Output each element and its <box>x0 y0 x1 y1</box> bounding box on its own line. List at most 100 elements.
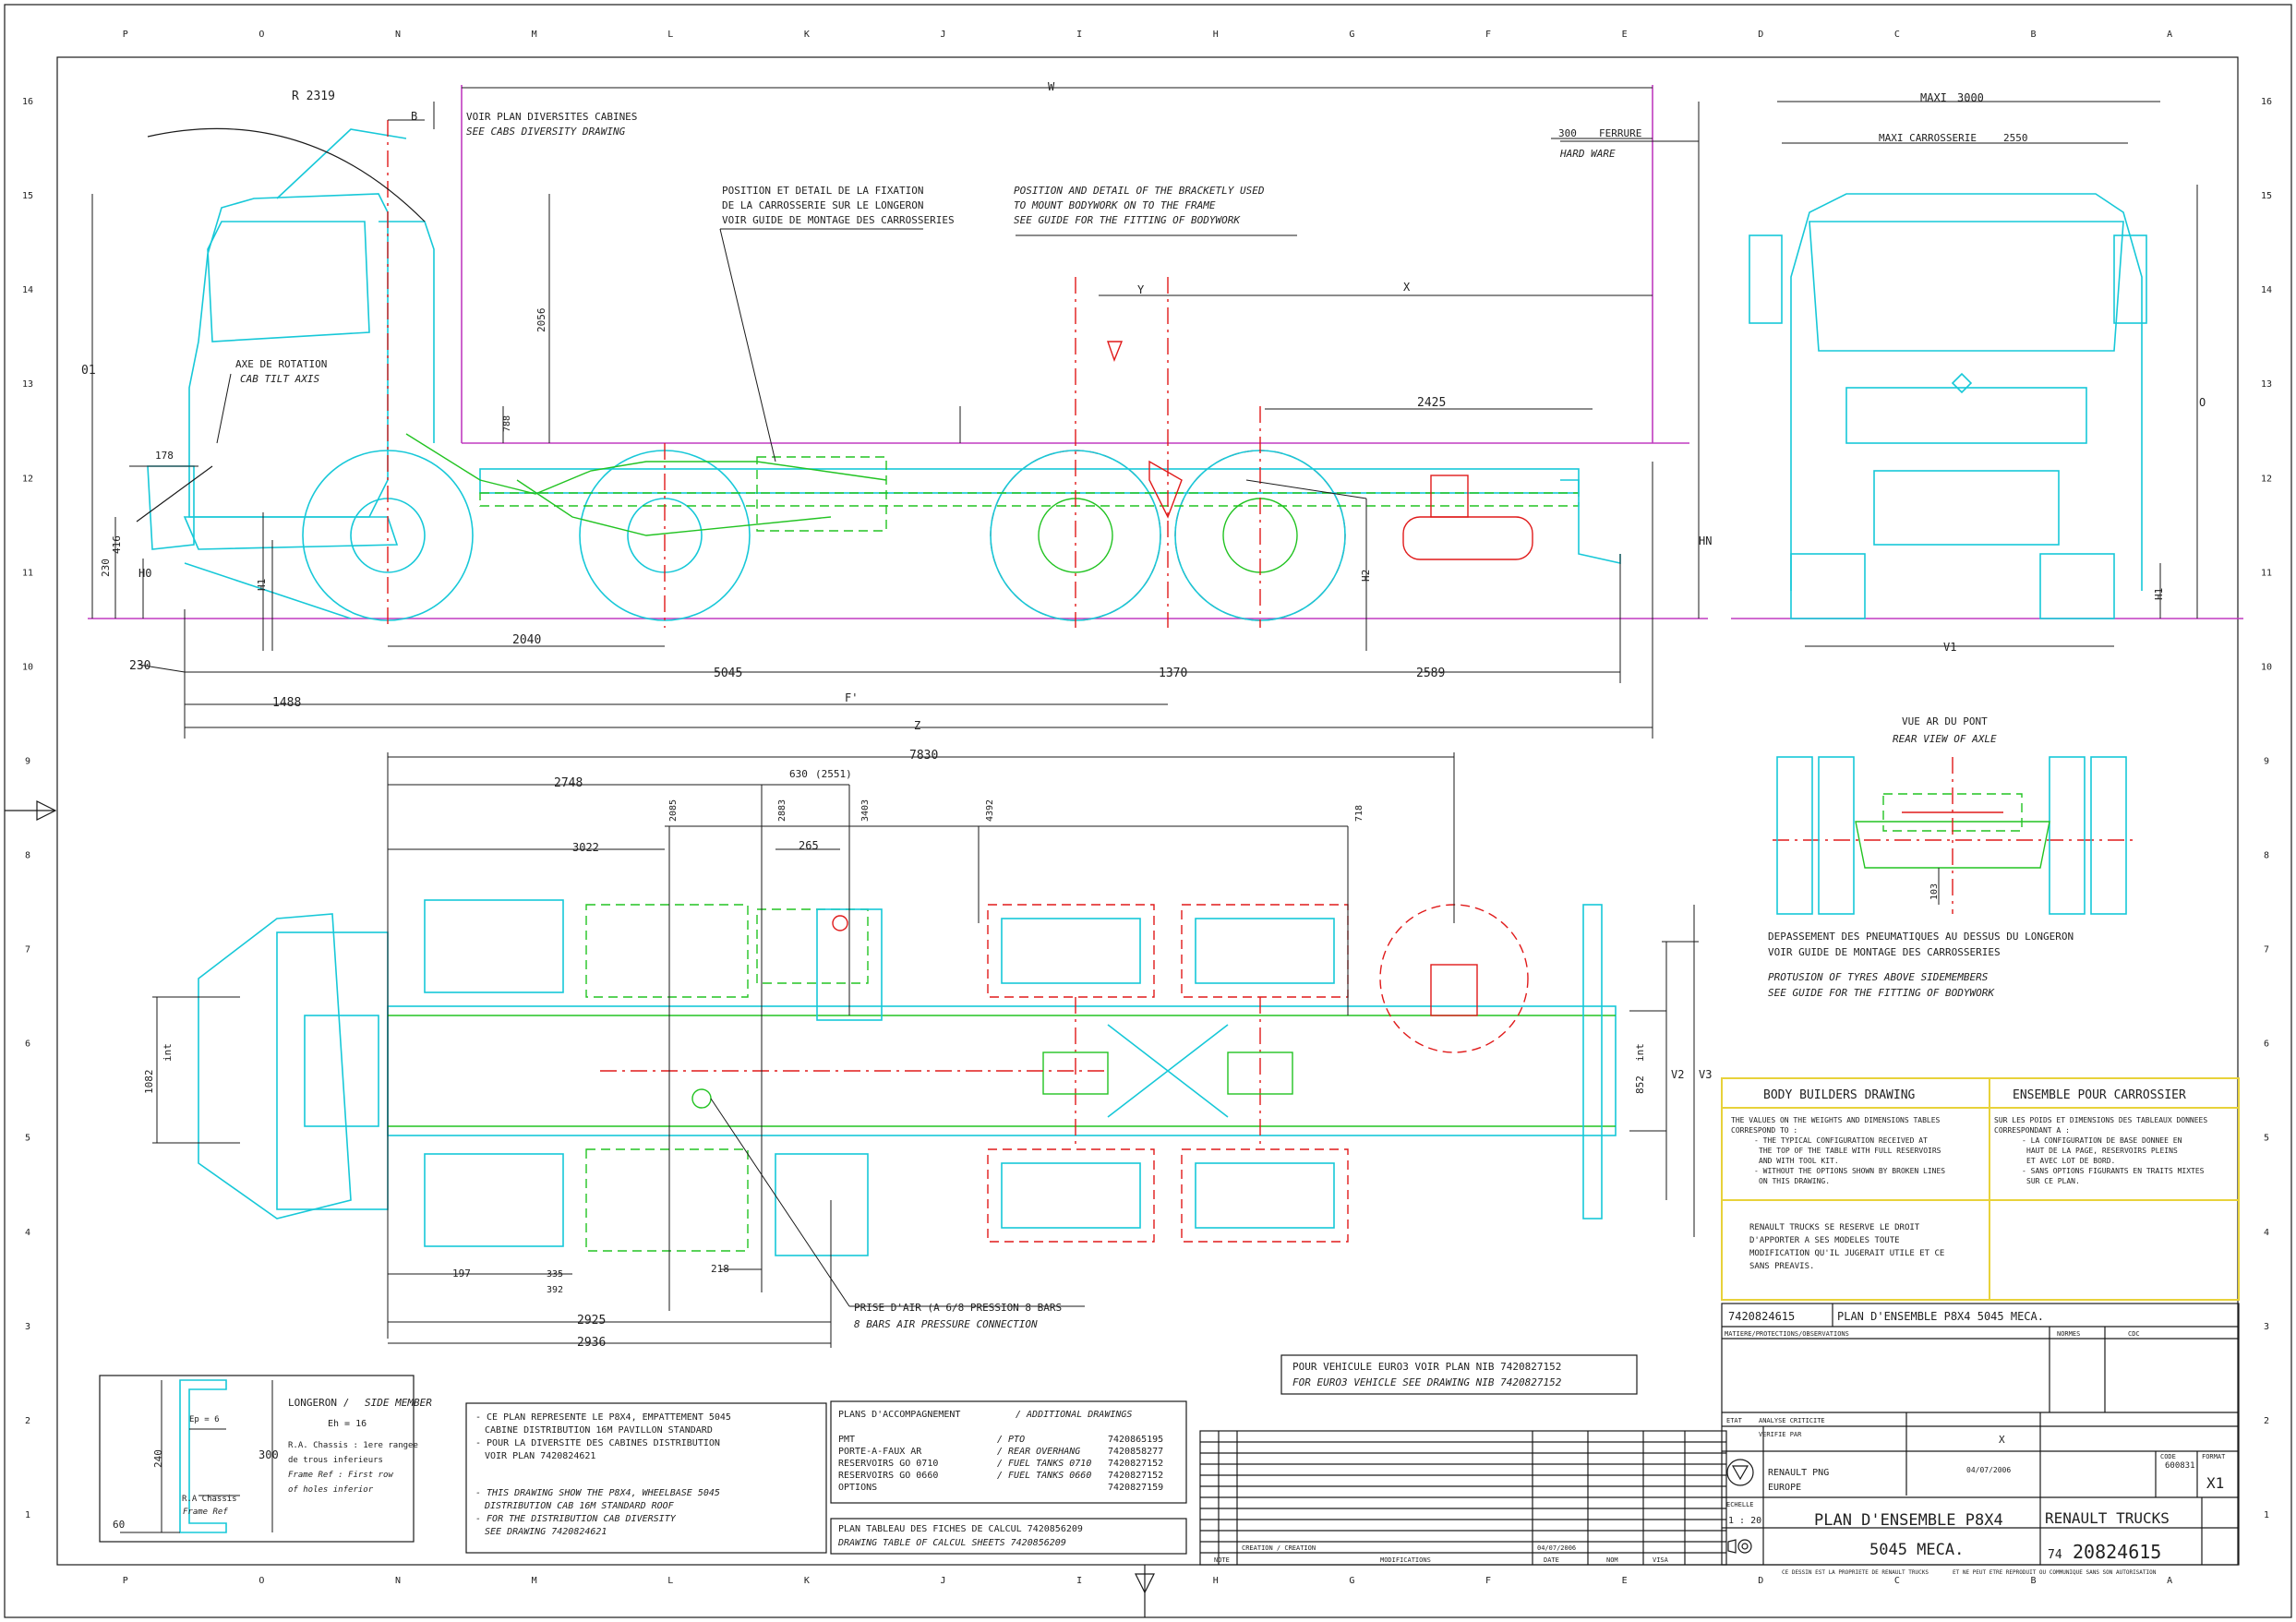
radius-label: R 2319 <box>292 90 335 103</box>
center-mark-left <box>5 800 57 821</box>
top-view-dimensions <box>152 752 1699 1348</box>
plans-row-0-col-2: 7420865195 <box>1108 1435 1163 1445</box>
border-number-6-left: 6 <box>25 1039 30 1050</box>
builders-en-7: ON THIS DRAWING. <box>1759 1177 1830 1185</box>
border-letter-G-top: G <box>1349 30 1354 40</box>
cab-axis-en: CAB TILT AXIS <box>240 373 319 385</box>
builders-fr-3: - LA CONFIGURATION DE BASE DONNEE EN <box>2022 1136 2182 1145</box>
tyre-note-en-2: SEE GUIDE FOR THE FITTING OF BODYWORK <box>1768 987 1995 999</box>
border-letter-K-top: K <box>804 30 810 40</box>
dim-int-1: int <box>162 1043 174 1062</box>
border-number-7-right: 7 <box>2264 945 2269 955</box>
plans-row-1-col-1: / REAR OVERHANG <box>997 1447 1080 1457</box>
builders-en-6: - WITHOUT THE OPTIONS SHOWN BY BROKEN LI… <box>1754 1167 1945 1175</box>
dim-416: 416 <box>111 535 123 554</box>
border-number-9-left: 9 <box>25 756 30 766</box>
border-number-2-right: 2 <box>2264 1416 2269 1426</box>
fixation-note-en-1: POSITION AND DETAIL OF THE BRACKETLY USE… <box>1014 185 1265 197</box>
notes-fr-2: CABINE DISTRIBUTION 16M PAVILLON STANDAR… <box>485 1425 713 1436</box>
border-number-16-right: 16 <box>2261 97 2272 107</box>
title-scale: 1 : 20 <box>1728 1516 1761 1526</box>
border-number-13-right: 13 <box>2261 379 2272 390</box>
border-letter-B-bottom: B <box>2031 1576 2037 1586</box>
dim-718: 718 <box>1354 805 1364 822</box>
border-number-12-left: 12 <box>22 474 33 484</box>
border-number-1-left: 1 <box>25 1510 30 1520</box>
border-letter-F-bottom: F <box>1485 1576 1491 1586</box>
main-title-2: 5045 MECA. <box>1869 1541 1964 1559</box>
title-block: 7420824615 PLAN D'ENSEMBLE P8X4 5045 MEC… <box>1721 1303 2240 1576</box>
notes-box: - CE PLAN REPRESENTE LE P8X4, EMPATTEMEN… <box>465 1402 827 1554</box>
property-note-2: ET NE PEUT ETRE REPRODUIT OU COMMUNIQUE … <box>1953 1569 2157 1576</box>
dim-h1-front: H1 <box>2153 588 2165 600</box>
border-number-4-left: 4 <box>25 1228 30 1238</box>
border-number-11-right: 11 <box>2261 568 2272 578</box>
plans-row-4-col-2: 7420827159 <box>1108 1483 1163 1493</box>
fixation-note-en-2: TO MOUNT BODYWORK ON TO THE FRAME <box>1014 199 1216 211</box>
dim-3022: 3022 <box>572 841 599 854</box>
grille <box>1845 387 2087 444</box>
title-analyse: ANALYSE CRITICITE <box>1759 1417 1825 1424</box>
dim-230-vertical: 230 <box>100 559 112 577</box>
longeron-title-fr: LONGERON / <box>288 1397 349 1409</box>
dim-2085: 2085 <box>668 799 679 822</box>
fixation-note-fr-3: VOIR GUIDE DE MONTAGE DES CARROSSERIES <box>722 214 955 226</box>
renault-note-3: MODIFICATION QU'IL JUGERAIT UTILE ET CE <box>1749 1249 1944 1258</box>
border-number-1-right: 1 <box>2264 1510 2269 1520</box>
plans-box: PLANS D'ACCOMPAGNEMENT / ADDITIONAL DRAW… <box>830 1400 1187 1555</box>
dim-h0: H0 <box>138 567 151 580</box>
cab-outline <box>188 193 389 518</box>
dim-2936: 2936 <box>577 1336 606 1350</box>
border-number-15-left: 15 <box>22 191 33 201</box>
fixation-note-en-3: SEE GUIDE FOR THE FITTING OF BODYWORK <box>1014 214 1241 226</box>
rear-axle-labels: VUE AR DU PONT REAR VIEW OF AXLE 103 DEP… <box>1768 715 2074 999</box>
longeron-ref-en: Frame Ref <box>183 1508 228 1517</box>
dim-2551: (2551) <box>815 768 852 780</box>
border-letter-E-top: E <box>1622 30 1628 40</box>
dim-b: B <box>411 110 417 123</box>
dim-2040: 2040 <box>512 633 541 647</box>
border-number-8-left: 8 <box>25 851 30 861</box>
notes-fr-3: - POUR LA DIVERSITE DES CABINES DISTRIBU… <box>475 1438 720 1448</box>
renault-logo <box>1726 1459 1754 1486</box>
body-builders-box <box>1721 1077 2240 1301</box>
air-note-fr: PRISE D'AIR (A 6/8 PRESSION 8 BARS <box>854 1302 1062 1314</box>
dim-2056: 2056 <box>535 308 547 333</box>
rear-axle-title-en: REAR VIEW OF AXLE <box>1893 733 1997 745</box>
title-materials: MATIERE/PROTECTIONS/OBSERVATIONS <box>1725 1330 1849 1338</box>
dim-392: 392 <box>547 1285 563 1295</box>
dim-y: Y <box>1137 283 1145 296</box>
tyre-note-fr-2: VOIR GUIDE DE MONTAGE DES CARROSSERIES <box>1768 946 2001 958</box>
border-letter-N-top: N <box>395 30 401 40</box>
longeron-line-1: R.A. Chassis : 1ere rangee <box>288 1441 418 1450</box>
front-tyre-right <box>2039 553 2115 619</box>
fuel-tank <box>1402 516 1533 560</box>
plans-title-en: / ADDITIONAL DRAWINGS <box>1016 1410 1132 1420</box>
rev-mod-h: MODIFICATIONS <box>1380 1556 1431 1564</box>
dim-1370: 1370 <box>1159 667 1187 680</box>
builders-en-3: - THE TYPICAL CONFIGURATION RECEIVED AT <box>1754 1136 1928 1145</box>
dim-v3: V3 <box>1699 1068 1712 1081</box>
dim-2748: 2748 <box>554 776 583 790</box>
longeron-detail: LONGERON / SIDE MEMBER Ep = 6 Eh = 16 24… <box>99 1375 432 1543</box>
builders-title-en: BODY BUILDERS DRAWING <box>1763 1088 1916 1102</box>
renault-note-1: RENAULT TRUCKS SE RESERVE LE DROIT <box>1749 1223 1920 1232</box>
cabs-note-en: SEE CABS DIVERSITY DRAWING <box>466 126 626 138</box>
company-name: RENAULT TRUCKS <box>2045 1509 2170 1527</box>
side-view-dimensions <box>91 87 1700 739</box>
cabs-note-fr: VOIR PLAN DIVERSITES CABINES <box>466 111 637 123</box>
plans-row-2-col-1: / FUEL TANKS 0710 <box>997 1459 1091 1469</box>
longeron-eh: Eh = 16 <box>328 1419 367 1429</box>
rev-date-val: 04/07/2006 <box>1537 1544 1576 1552</box>
dim-h1: H1 <box>256 579 268 591</box>
ferrure-en: HARD WARE <box>1559 148 1616 160</box>
border-number-7-left: 7 <box>25 945 30 955</box>
border-number-3-left: 3 <box>25 1322 30 1332</box>
plans-row-0-col-0: PMT <box>838 1435 855 1445</box>
plans-row-1-col-2: 7420858277 <box>1108 1447 1163 1457</box>
cab-window <box>207 221 370 342</box>
windscreen <box>1809 221 2124 352</box>
border-number-12-right: 12 <box>2261 474 2272 484</box>
dim-5045: 5045 <box>714 667 742 680</box>
